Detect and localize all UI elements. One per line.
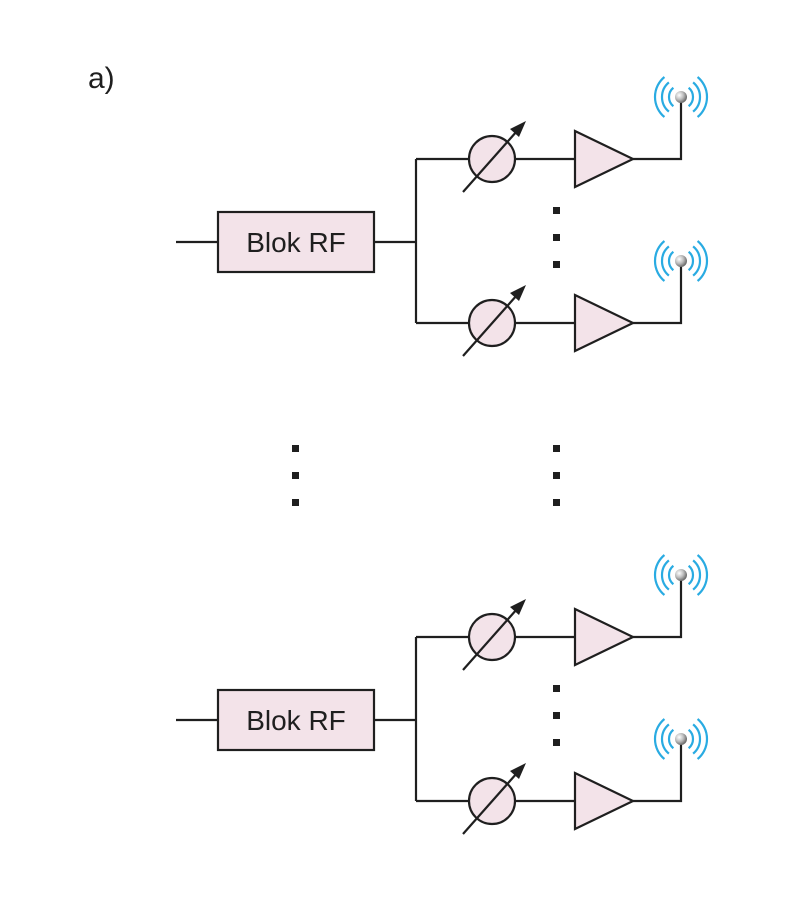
branch-ellipsis — [553, 685, 560, 746]
antenna-wave-left — [667, 86, 675, 108]
antenna-wave-right — [692, 559, 702, 591]
rf-chain-group-top: Blok RF — [176, 76, 709, 357]
arrow-head — [510, 599, 526, 615]
antenna-wave-right — [687, 564, 695, 586]
antenna-icon — [653, 240, 709, 282]
phase-shifter-arrow — [462, 130, 518, 193]
rf-chain-group-bottom: Blok RF — [176, 554, 709, 835]
antenna-feed — [633, 575, 683, 639]
antenna-ball — [675, 569, 687, 581]
antenna-wave-left — [660, 559, 670, 591]
amplifier-icon — [573, 771, 636, 831]
antenna-wave-left — [653, 554, 666, 596]
antenna-ball — [675, 91, 687, 103]
antenna-wave-left — [653, 240, 666, 282]
antenna-wave-right — [687, 86, 695, 108]
antenna-icon — [653, 554, 709, 596]
amplifier-icon — [573, 129, 636, 189]
ellipsis-dot — [553, 472, 560, 479]
antenna-wave-right — [692, 81, 702, 113]
branch-ellipsis — [553, 207, 560, 268]
antenna-wave-right — [687, 250, 695, 272]
antenna-wave-left — [660, 81, 670, 113]
antenna-ball — [675, 733, 687, 745]
phase-shifter-arrow — [462, 608, 518, 671]
antenna-feed — [633, 261, 683, 325]
rf-block-label: Blok RF — [246, 227, 346, 258]
phase-shifter-arrow — [462, 294, 518, 357]
phase-shifter-icon — [462, 763, 526, 835]
phase-shifter-icon — [462, 285, 526, 357]
ellipsis-dot — [553, 261, 560, 268]
figure-label: a) — [88, 62, 115, 95]
arrow-head — [510, 763, 526, 779]
amplifier-icon — [573, 293, 636, 353]
antenna-wave-left — [667, 564, 675, 586]
antenna-wave-right — [696, 554, 709, 596]
antenna-wave-left — [660, 723, 670, 755]
phase-shifter-arrow — [462, 772, 518, 835]
antenna-wave-right — [696, 240, 709, 282]
antenna-wave-right — [696, 718, 709, 760]
antenna-wave-left — [653, 718, 666, 760]
antenna-icon — [653, 76, 709, 118]
arrow-head — [510, 121, 526, 137]
antenna-feed — [633, 739, 683, 803]
antenna-wave-left — [667, 250, 675, 272]
arrow-head — [510, 285, 526, 301]
ellipsis-dot — [553, 445, 560, 452]
vertical-ellipsis-right — [553, 445, 560, 506]
rf-block-label: Blok RF — [246, 705, 346, 736]
phase-shifter-icon — [462, 599, 526, 671]
ellipsis-dot — [553, 499, 560, 506]
ellipsis-dot — [553, 685, 560, 692]
rf-block — [216, 688, 376, 752]
ellipsis-dot — [553, 739, 560, 746]
antenna-wave-right — [692, 245, 702, 277]
rf-branch — [416, 76, 709, 193]
ellipsis-dot — [553, 234, 560, 241]
phase-shifter-icon — [462, 121, 526, 193]
antenna-wave-right — [687, 728, 695, 750]
antenna-wave-right — [696, 76, 709, 118]
ellipsis-dot — [292, 499, 299, 506]
ellipsis-dot — [292, 445, 299, 452]
antenna-wave-left — [667, 728, 675, 750]
ellipsis-dot — [553, 207, 560, 214]
antenna-feed — [633, 97, 683, 161]
antenna-ball — [675, 255, 687, 267]
ellipsis-dot — [292, 472, 299, 479]
amplifier-icon — [573, 607, 636, 667]
antenna-icon — [653, 718, 709, 760]
antenna-wave-right — [692, 723, 702, 755]
antenna-wave-left — [653, 76, 666, 118]
rf-branch — [416, 240, 709, 357]
ellipsis-dot — [553, 712, 560, 719]
rf-branch — [416, 554, 709, 671]
vertical-ellipsis-left — [292, 445, 299, 506]
antenna-wave-left — [660, 245, 670, 277]
rf-branch — [416, 718, 709, 835]
